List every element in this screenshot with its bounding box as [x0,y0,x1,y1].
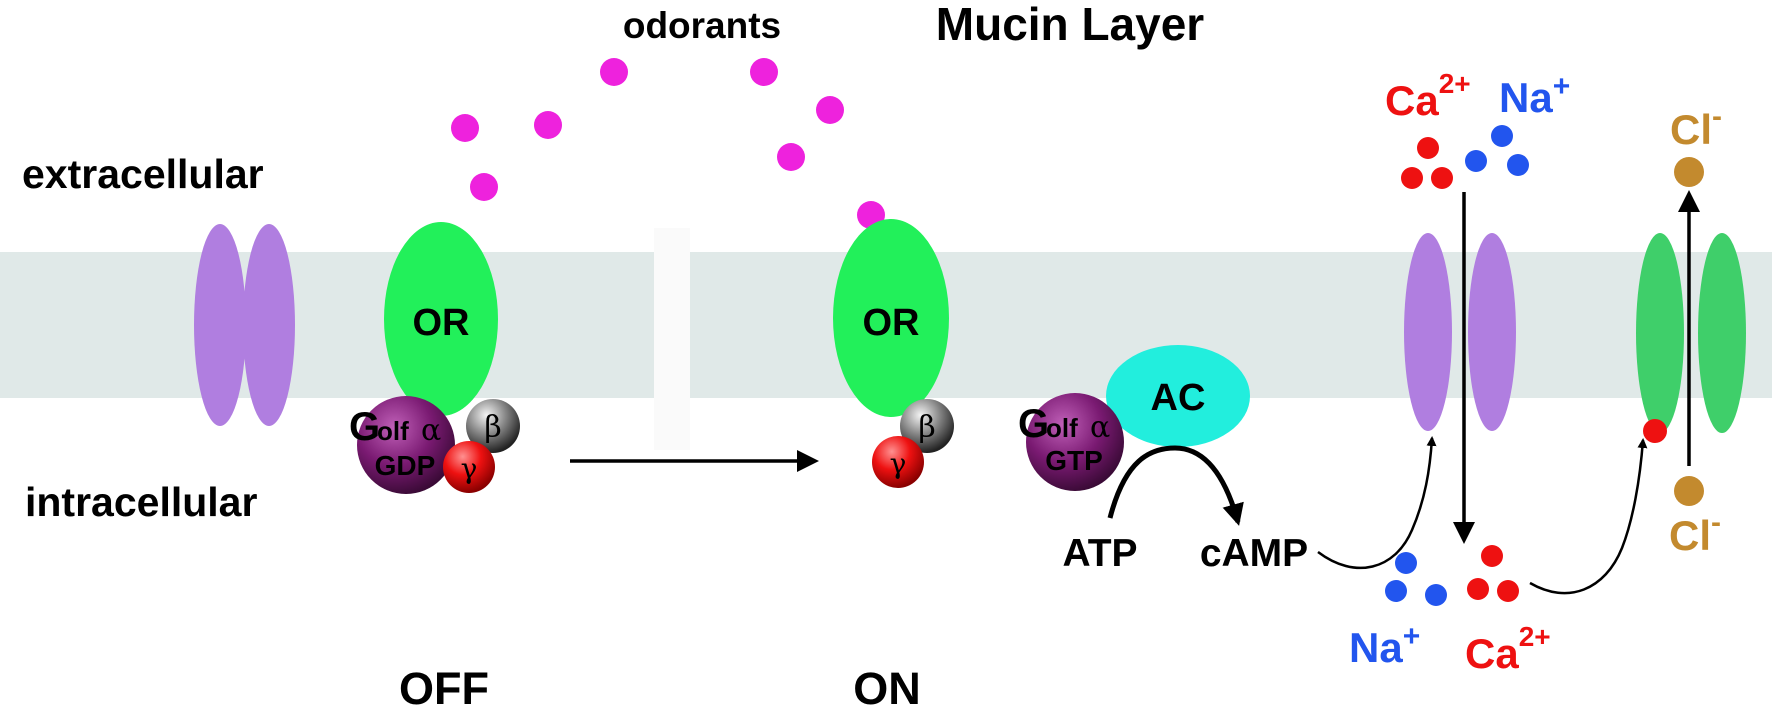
or-label-off: OR [413,302,470,344]
ca-ion [1417,137,1439,159]
or-label-on: OR [863,302,920,344]
odorant-receptor-off [384,222,498,416]
camp-label: cAMP [1200,532,1308,575]
odorant-dot [470,173,498,201]
cl-label-intracellular: Cl- [1669,506,1721,559]
odorant-molecules [451,58,885,229]
channel-subunit [1698,233,1746,433]
g-beta-gamma-on: β γ [872,399,954,488]
ca-to-chloride-channel-arrow [1529,438,1648,595]
channel-subunit [1636,233,1684,433]
ca-ion [1481,545,1503,567]
membrane-gap [654,228,690,450]
gtp-label: GTP [1045,445,1103,476]
camp-to-channel-arrow [1317,436,1437,570]
channel-subunit [243,224,295,426]
ca-ion [1467,578,1489,600]
odorant-receptor-on [833,219,949,417]
cng-channel [1404,233,1516,431]
mucin-layer-label: Mucin Layer [936,0,1205,50]
na-ion [1425,584,1447,606]
cl-label-extracellular: Cl- [1670,100,1722,153]
gamma-symbol: γ [461,452,478,485]
na-ion [1491,125,1513,147]
g-protein-off: β γ G olf α GDP [349,396,520,494]
odorant-dot [600,58,628,86]
channel-subunit [194,224,246,426]
odorant-dot [816,96,844,124]
odorants-label: odorants [623,5,781,46]
na-ion [1395,552,1417,574]
na-ions-extracellular [1465,125,1529,176]
na-ion [1507,154,1529,176]
olf-subscript: olf [1046,413,1078,443]
gamma-symbol: γ [890,447,907,480]
na-ion [1465,150,1487,172]
beta-subunit [466,399,520,453]
beta-symbol: β [484,410,501,445]
ca-ions-extracellular [1401,137,1453,189]
ca-label-intracellular: Ca2+ [1465,621,1551,677]
na-ion [1385,580,1407,602]
gamma-subunit [443,441,495,493]
g-label: G [349,405,380,449]
odorant-dot [750,58,778,86]
chloride-channel [1636,233,1746,433]
channel-subunit [1404,233,1452,431]
intracellular-label: intracellular [25,479,257,525]
alpha-symbol: α [1090,410,1110,445]
na-label-intracellular: Na+ [1349,620,1420,671]
channel-subunit [1468,233,1516,431]
g-alpha-gtp-on: G olf α GTP [1018,393,1124,491]
gdp-label: GDP [375,450,436,481]
cl-ion [1674,157,1704,187]
extracellular-label: extracellular [22,151,264,197]
gamma-subunit [872,436,924,488]
olf-subscript: olf [377,416,409,446]
ca-ions-intracellular [1467,545,1519,602]
alpha-symbol: α [421,413,441,448]
ca-label-extracellular: Ca2+ [1385,68,1471,124]
atp-to-camp-arrow [1107,445,1244,526]
cl-ion [1674,476,1704,506]
beta-symbol: β [918,410,935,445]
ca-ion [1497,580,1519,602]
na-label-extracellular: Na+ [1499,70,1570,121]
on-state-label: ON [853,663,921,711]
ca-ion [1431,167,1453,189]
na-ions-intracellular [1385,552,1447,606]
closed-channel-left [194,224,295,426]
adenylyl-cyclase [1106,345,1250,447]
odorant-dot [534,111,562,139]
odorant-dot [451,114,479,142]
odorant-dot [777,143,805,171]
beta-subunit [900,399,954,453]
g-alpha-gdp-subunit [357,396,455,494]
off-state-label: OFF [399,663,489,711]
g-alpha-gtp-subunit [1026,393,1124,491]
bound-ca-ion [1643,419,1667,443]
ac-label: AC [1151,377,1206,419]
g-label: G [1018,402,1049,446]
ca-ion [1401,167,1423,189]
atp-label: ATP [1062,532,1137,575]
